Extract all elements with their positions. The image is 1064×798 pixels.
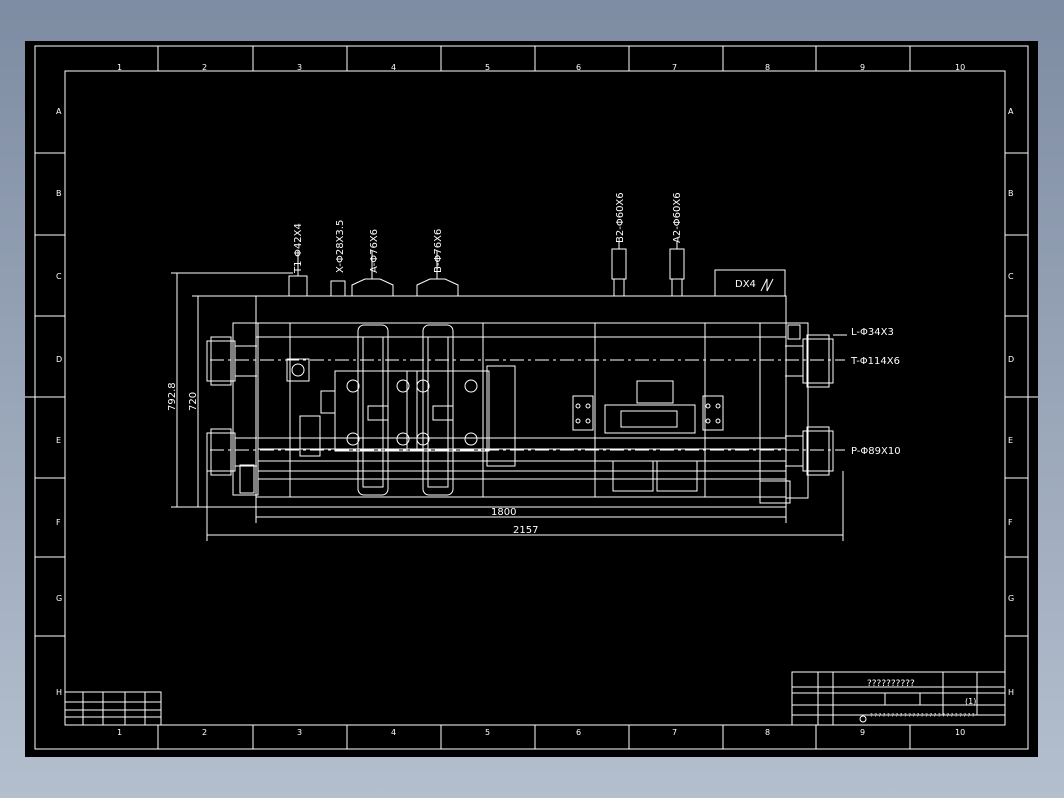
- drawing-canvas: 1 2 3 4 5 6 7 8 9 10 1 2 3 4 5 6 7 8 9 1…: [25, 45, 1038, 750]
- fitting-a: [351, 251, 394, 296]
- row-label: F: [1008, 518, 1013, 527]
- dimension-labels: 792.8 720 1800 2157: [167, 382, 538, 536]
- col-label: 4: [391, 728, 396, 737]
- port-labels-top: T1-Φ42X4 X-Φ28X3.5 A-Φ76X6 B-Φ76X6 B2-Φ6…: [293, 192, 683, 274]
- col-label: 4: [391, 63, 396, 72]
- port-label-x: X-Φ28X3.5: [335, 220, 346, 273]
- col-label: 3: [297, 63, 302, 72]
- fitting-t1: [288, 251, 308, 297]
- col-label: 7: [672, 728, 677, 737]
- col-label: 5: [485, 63, 490, 72]
- outer-border: [34, 45, 1029, 750]
- inner-border: [64, 70, 1006, 726]
- row-label: E: [1008, 436, 1013, 445]
- fitting-a2: [669, 241, 685, 297]
- left-flange-top: [206, 336, 257, 386]
- port-labels-right: L-Φ34X3 T-Φ114X6 P-Φ89X10: [850, 327, 901, 457]
- right-endplate: [785, 322, 809, 499]
- title-block-scale: (1): [965, 697, 976, 706]
- row-label: G: [56, 594, 62, 603]
- fitting-b2: [611, 241, 627, 297]
- port-label-a2: A2-Φ60X6: [672, 192, 683, 243]
- col-label: 9: [860, 63, 865, 72]
- col-label: 5: [485, 728, 490, 737]
- left-components: [286, 358, 336, 457]
- manifold-assembly: DX4: [206, 241, 845, 508]
- title-block-name: ??????????: [867, 679, 915, 689]
- column-labels-bottom: 1 2 3 4 5 6 7 8 9 10: [117, 728, 965, 737]
- col-label: 2: [202, 63, 207, 72]
- valve-stack-1: [334, 324, 418, 496]
- col-label: 1: [117, 728, 122, 737]
- col-label: 8: [765, 63, 770, 72]
- col-label: 1: [117, 63, 122, 72]
- row-label: F: [56, 518, 61, 527]
- left-flange-bottom: [206, 428, 257, 494]
- row-label: H: [56, 688, 62, 697]
- row-labels-right: A B C D E F G H: [1008, 107, 1014, 697]
- junction-box: [714, 269, 786, 297]
- col-label: 3: [297, 728, 302, 737]
- left-endplate: [232, 322, 259, 496]
- fitting-x: [330, 280, 346, 297]
- port-label-p: P-Φ89X10: [851, 446, 901, 457]
- row-label: B: [1008, 189, 1014, 198]
- row-label: D: [56, 355, 62, 364]
- title-block: [791, 671, 1006, 726]
- col-label: 10: [955, 728, 965, 737]
- col-label: 7: [672, 63, 677, 72]
- drawing-sheet: 1 2 3 4 5 6 7 8 9 10 1 2 3 4 5 6 7 8 9 1…: [25, 41, 1038, 757]
- row-label: C: [1008, 272, 1014, 281]
- dim-height-inner: 720: [188, 392, 199, 411]
- row-label: A: [56, 107, 62, 116]
- col-label: 6: [576, 728, 581, 737]
- title-block-code: ? ? ? ? ? ? ? ? ? ? ? ? ? ? ? ? ? ? ? ? …: [870, 713, 975, 719]
- port-label-t: T-Φ114X6: [850, 356, 900, 367]
- right-flange-p: [759, 426, 834, 504]
- row-label: A: [1008, 107, 1014, 116]
- lightning-icon: [760, 278, 774, 292]
- port-label-t1: T1-Φ42X4: [293, 223, 304, 274]
- port-label-b: B-Φ76X6: [433, 229, 444, 273]
- col-label: 10: [955, 63, 965, 72]
- port-label-b2: B2-Φ60X6: [615, 192, 626, 243]
- right-flange-l: [787, 324, 801, 340]
- title-block-text: ?????????? (1) ? ? ? ? ? ? ? ? ? ? ? ? ?…: [867, 679, 976, 719]
- right-flange-t: [785, 334, 834, 388]
- port-label-l: L-Φ34X3: [851, 327, 894, 338]
- column-labels-top: 1 2 3 4 5 6 7 8 9 10: [117, 63, 965, 72]
- col-label: 2: [202, 728, 207, 737]
- row-label: G: [1008, 594, 1014, 603]
- middle-housing: [486, 365, 516, 467]
- device-label: DX4: [735, 279, 756, 290]
- port-label-a: A-Φ76X6: [369, 229, 380, 273]
- dim-width-inner: 1800: [491, 507, 516, 518]
- row-label: B: [56, 189, 62, 198]
- row-label: E: [56, 436, 61, 445]
- manifold-base: [255, 496, 787, 508]
- row-label: C: [56, 272, 62, 281]
- dim-height-outer: 792.8: [167, 382, 178, 411]
- col-label: 6: [576, 63, 581, 72]
- revision-table: [64, 691, 162, 726]
- valve-stack-2: [406, 324, 490, 496]
- row-label: D: [1008, 355, 1014, 364]
- dimension-lines: [171, 272, 844, 541]
- row-label: H: [1008, 688, 1014, 697]
- fitting-b: [416, 251, 459, 296]
- row-labels-left: A B C D E F G H: [56, 107, 62, 697]
- grid-ticks: [35, 46, 1028, 749]
- dim-width-outer: 2157: [513, 525, 538, 536]
- col-label: 9: [860, 728, 865, 737]
- right-valve-assembly: [572, 380, 724, 492]
- col-label: 8: [765, 728, 770, 737]
